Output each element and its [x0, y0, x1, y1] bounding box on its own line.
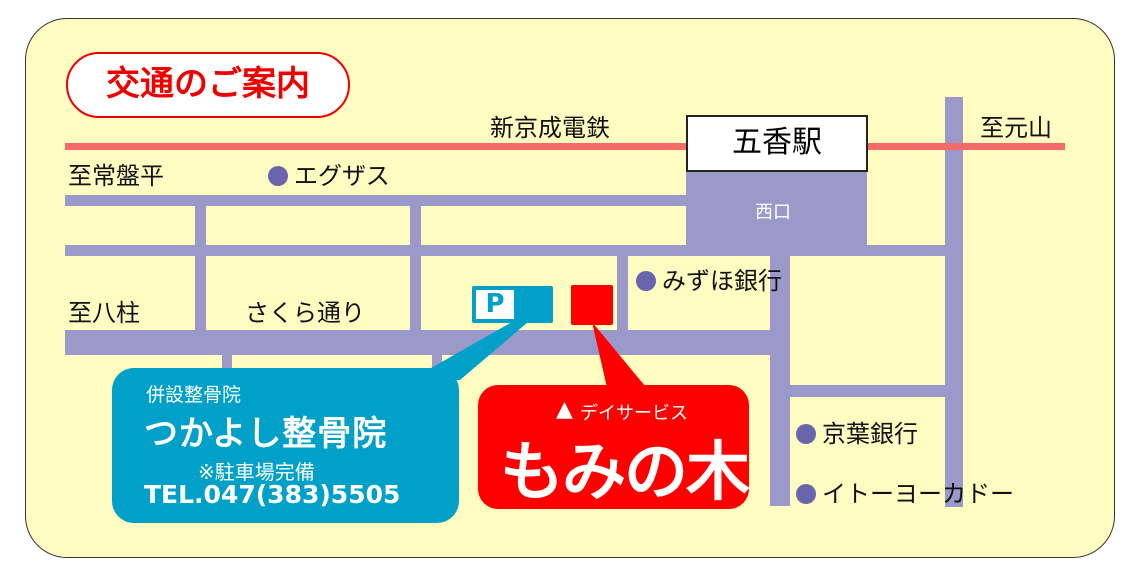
facility-logo: もみの木	[500, 435, 750, 510]
landmark-dot-icon	[796, 424, 816, 444]
road	[65, 245, 963, 256]
clinic-tel[interactable]: TEL.047(383)5505	[144, 480, 401, 509]
road	[432, 350, 442, 372]
road	[617, 250, 628, 335]
facility-pointer	[592, 322, 650, 392]
parking-marker[interactable]: P	[472, 286, 553, 323]
west-exit-label: 西口	[755, 202, 791, 223]
road	[790, 385, 950, 397]
facility-tagline: デイサービス	[580, 403, 688, 424]
road	[770, 246, 790, 506]
landmark-keiyo-bank: 京葉銀行	[796, 414, 918, 449]
station-goko: 五香駅	[686, 115, 868, 172]
street-name: さくら通り	[245, 299, 365, 327]
map-title: 交通のご案内	[66, 52, 350, 118]
facility-callout: ▲ デイサービス もみの木	[478, 385, 750, 510]
direction-tokiwadaira: 至常盤平	[68, 162, 164, 190]
clinic-pointer	[410, 322, 528, 380]
landmark-dot-icon	[796, 484, 816, 504]
landmark-dot-icon	[636, 271, 656, 291]
parking-icon: P	[476, 290, 514, 319]
landmark-dot-icon	[268, 166, 288, 186]
sakura-dori-road	[65, 330, 790, 355]
road	[945, 97, 963, 507]
clinic-parking-note: ※駐車場完備	[198, 460, 315, 484]
clinic-name: つかよし整骨院	[144, 414, 388, 454]
landmark-exas: エグザス	[268, 156, 390, 191]
clinic-callout: 併設整骨院 つかよし整骨院 ※駐車場完備 TEL.047(383)5505	[112, 368, 459, 523]
facility-marker[interactable]	[571, 285, 613, 325]
landmark-label: 京葉銀行	[822, 420, 918, 448]
landmark-label: みずほ銀行	[662, 267, 782, 295]
landmark-ito-yokado: イトーヨーカドー	[796, 474, 1014, 509]
station-west-exit-area	[686, 170, 867, 248]
tree-icon: ▲	[556, 397, 573, 422]
road	[65, 195, 687, 206]
railway-line	[65, 143, 1065, 150]
road	[222, 350, 232, 372]
road	[410, 195, 421, 335]
clinic-sub: 併設整骨院	[146, 384, 242, 406]
direction-motoyama: 至元山	[980, 114, 1052, 142]
railway-name: 新京成電鉄	[490, 114, 610, 142]
direction-yabashira: 至八柱	[68, 299, 140, 327]
landmark-label: エグザス	[294, 162, 390, 190]
landmark-mizuho-bank: みずほ銀行	[636, 261, 782, 296]
road	[195, 195, 206, 335]
landmark-label: イトーヨーカドー	[822, 480, 1014, 508]
